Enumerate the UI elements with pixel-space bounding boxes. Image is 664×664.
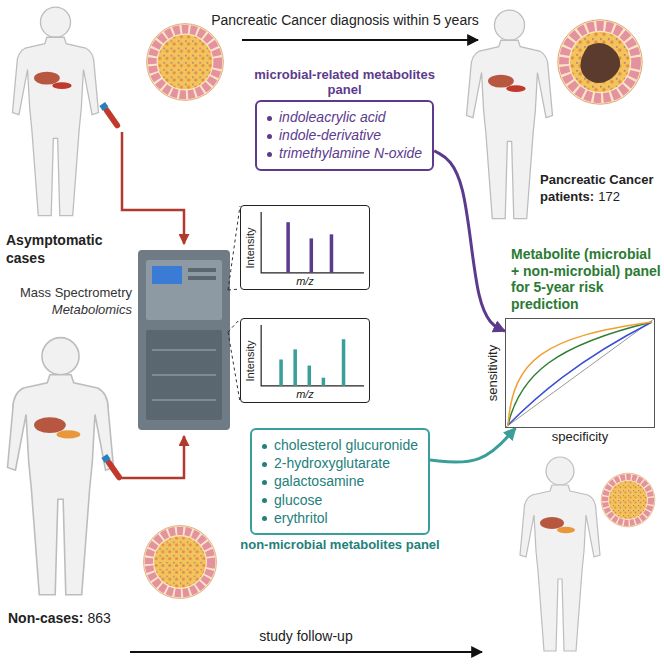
tumor-mass <box>580 43 620 83</box>
spectrum-box: Intensitym/z <box>240 205 370 290</box>
timeline-label: Pancreatic Cancer diagnosis within 5 yea… <box>211 12 479 28</box>
timeline-arrow <box>130 651 482 653</box>
group-count: 172 <box>598 189 620 204</box>
roc-chart: Metabolite (microbial + non-microbial) p… <box>505 318 655 428</box>
tissue-zoom <box>147 24 224 101</box>
metabolite-name: glucose <box>260 491 418 509</box>
chart-title: Metabolite (microbial + non-microbial) p… <box>511 246 661 313</box>
axis-label: Intensity <box>243 213 257 283</box>
axis-label: Intensity <box>243 326 257 396</box>
group-count: Pancreatic Cancer patients:172 <box>540 172 662 206</box>
zoom-leader <box>228 206 240 402</box>
timeline-arrow <box>242 39 478 41</box>
timeline-label: study follow-up <box>259 628 352 644</box>
metabolite-name: galactosamine <box>260 472 418 490</box>
axis-label: m/z <box>241 387 369 401</box>
roc-plot <box>506 319 654 427</box>
flow-arrow <box>434 151 505 331</box>
tissue-zoom <box>558 20 642 104</box>
flow-arrow <box>430 428 516 462</box>
timeline-label: study follow-up <box>259 628 352 644</box>
sample-arrow <box>122 132 184 244</box>
spectrum-box: Intensitym/z <box>240 318 370 403</box>
tissue-zoom <box>601 473 655 527</box>
person-figure <box>520 457 600 651</box>
panel-heading: microbial-related metabolites panel <box>237 67 452 98</box>
metabolite-name: 2-hydroxyglutarate <box>260 454 418 472</box>
group-label: Asymptomatic cases <box>6 232 102 266</box>
group-label: Asymptomatic cases <box>6 232 118 267</box>
metabolite-panel-box: cholesterol glucuronide2-hydroxyglutarat… <box>250 428 430 535</box>
metabolite-name: erythritol <box>260 509 418 527</box>
group-count: Non-cases:863 <box>8 610 111 626</box>
metabolite-panel-box: microbial-related metabolites panelindol… <box>255 100 434 171</box>
blood-tube <box>101 454 123 482</box>
metabolite-name: indoleacrylic acid <box>265 108 422 126</box>
method-label: Mass SpectrometryMetabolomics <box>8 285 132 319</box>
metabolite-name: cholesterol glucuronide <box>260 436 418 454</box>
blood-tube <box>99 102 121 130</box>
axis-label: m/z <box>241 274 369 288</box>
person-figure <box>467 10 553 219</box>
method-label: Metabolomics <box>8 302 132 319</box>
group-count: Pancreatic Cancer patients: <box>540 172 653 204</box>
axis-label: specificity <box>506 429 654 445</box>
method-label: Mass Spectrometry <box>8 285 132 302</box>
group-count: 863 <box>87 610 110 626</box>
person-figure <box>13 7 99 216</box>
mass-spectrometer <box>138 250 230 430</box>
group-count: Non-cases: <box>8 610 83 626</box>
metabolite-name: indole-derivative <box>265 126 422 144</box>
tissue-zoom <box>144 526 217 599</box>
sample-arrow <box>122 436 184 478</box>
person-figure <box>8 338 114 595</box>
axis-label: sensitivity <box>485 333 501 413</box>
panel-heading: non-microbial metabolites panel <box>232 537 447 553</box>
timeline-label: Pancreatic Cancer diagnosis within 5 yea… <box>211 12 479 28</box>
metabolite-name: trimethylamine N-oxide <box>265 144 422 162</box>
